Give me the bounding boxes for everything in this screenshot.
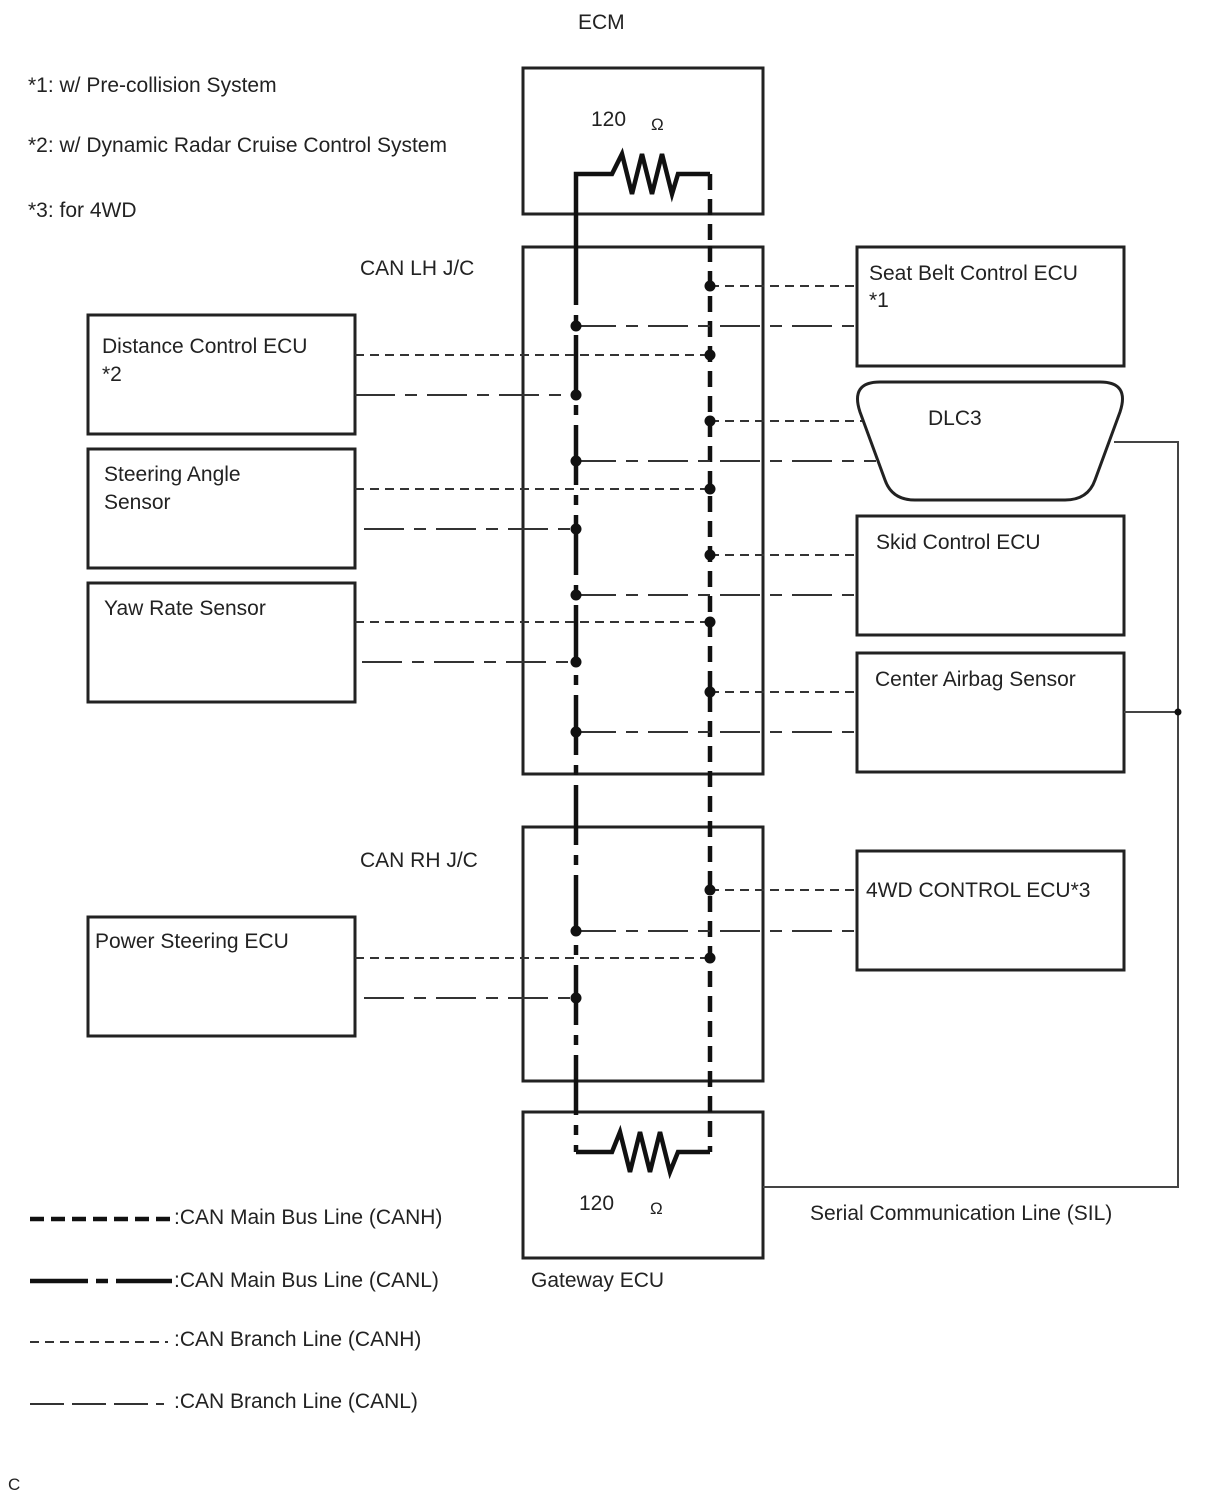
yaw-rate-sensor-label: Yaw Rate Sensor <box>104 597 266 620</box>
4wd-control-ecu-box <box>855 849 1126 972</box>
junction-dot <box>570 656 582 668</box>
ecm-label: ECM <box>578 11 625 34</box>
junction-dot <box>704 349 716 361</box>
skid-control-ecu-label: Skid Control ECU <box>876 531 1041 554</box>
junction-dot <box>570 523 582 535</box>
gateway-resistor-icon <box>576 1124 710 1180</box>
junction-dot <box>570 925 582 937</box>
legend-main-canl-label: :CAN Main Bus Line (CANL) <box>174 1269 439 1292</box>
ecm-resistor-value: 120 <box>591 108 626 131</box>
can-rh-jc-box <box>521 825 765 1083</box>
distance-control-ecu-note: *2 <box>102 363 122 386</box>
junction-dot <box>704 952 716 964</box>
can-rh-jc-label: CAN RH J/C <box>360 849 478 872</box>
ecm-resistor-icon <box>573 147 710 245</box>
gateway-resistor-unit: Ω <box>650 1199 663 1218</box>
sil-junction-dot <box>1174 708 1182 716</box>
center-airbag-sensor-box <box>855 651 1126 774</box>
power-steering-ecu-box <box>86 915 357 1038</box>
sil-label: Serial Communication Line (SIL) <box>810 1202 1112 1225</box>
power-steering-ecu-label: Power Steering ECU <box>95 930 289 953</box>
junction-dot <box>704 686 716 698</box>
junction-dot <box>704 483 716 495</box>
junction-dot <box>570 726 582 738</box>
note-1: *1: w/ Pre-collision System <box>28 74 277 97</box>
branch-canl-lines <box>355 325 876 999</box>
junction-dot <box>570 589 582 601</box>
note-2: *2: w/ Dynamic Radar Cruise Control Syst… <box>28 134 447 157</box>
steering-angle-sensor-label-1: Steering Angle <box>104 463 241 486</box>
4wd-control-ecu-label: 4WD CONTROL ECU*3 <box>866 879 1090 902</box>
junction-dot <box>570 992 582 1004</box>
dlc3-connector <box>856 380 1124 502</box>
junction-dot <box>570 320 582 332</box>
junction-dot <box>704 415 716 427</box>
junction-dot <box>704 616 716 628</box>
gateway-ecu-label: Gateway ECU <box>531 1269 664 1292</box>
center-airbag-sensor-label: Center Airbag Sensor <box>875 668 1076 691</box>
gateway-resistor-value: 120 <box>579 1192 614 1215</box>
junction-dots <box>570 280 716 1004</box>
seat-belt-control-ecu-label: Seat Belt Control ECU <box>869 262 1078 285</box>
note-3: *3: for 4WD <box>28 199 137 222</box>
seat-belt-control-ecu-box <box>855 245 1126 368</box>
can-lh-jc-box <box>521 245 765 776</box>
dlc3-label: DLC3 <box>928 407 982 430</box>
yaw-rate-sensor-box <box>86 581 357 704</box>
legend-main-canh-label: :CAN Main Bus Line (CANH) <box>174 1206 442 1229</box>
legend: :CAN Main Bus Line (CANH) :CAN Main Bus … <box>30 1206 442 1413</box>
ecm-resistor-unit: Ω <box>651 115 664 134</box>
gateway-ecu-box <box>521 1110 765 1260</box>
seat-belt-control-ecu-note: *1 <box>869 289 889 312</box>
junction-dot <box>570 389 582 401</box>
branch-canh-lines <box>355 285 862 959</box>
distance-control-ecu-box <box>86 313 357 436</box>
legend-branch-canh-label: :CAN Branch Line (CANH) <box>174 1328 421 1351</box>
ecm-box <box>521 66 765 216</box>
junction-dot <box>570 455 582 467</box>
steering-angle-sensor-box <box>86 447 357 570</box>
footer-code: C <box>8 1475 20 1494</box>
sil-line <box>763 441 1179 1188</box>
junction-dot <box>704 549 716 561</box>
distance-control-ecu-label: Distance Control ECU <box>102 335 307 358</box>
can-lh-jc-label: CAN LH J/C <box>360 257 474 280</box>
junction-dot <box>704 884 716 896</box>
skid-control-ecu-box <box>855 514 1126 637</box>
legend-branch-canl-label: :CAN Branch Line (CANL) <box>174 1390 418 1413</box>
junction-dot <box>704 280 716 292</box>
steering-angle-sensor-label-2: Sensor <box>104 491 171 514</box>
